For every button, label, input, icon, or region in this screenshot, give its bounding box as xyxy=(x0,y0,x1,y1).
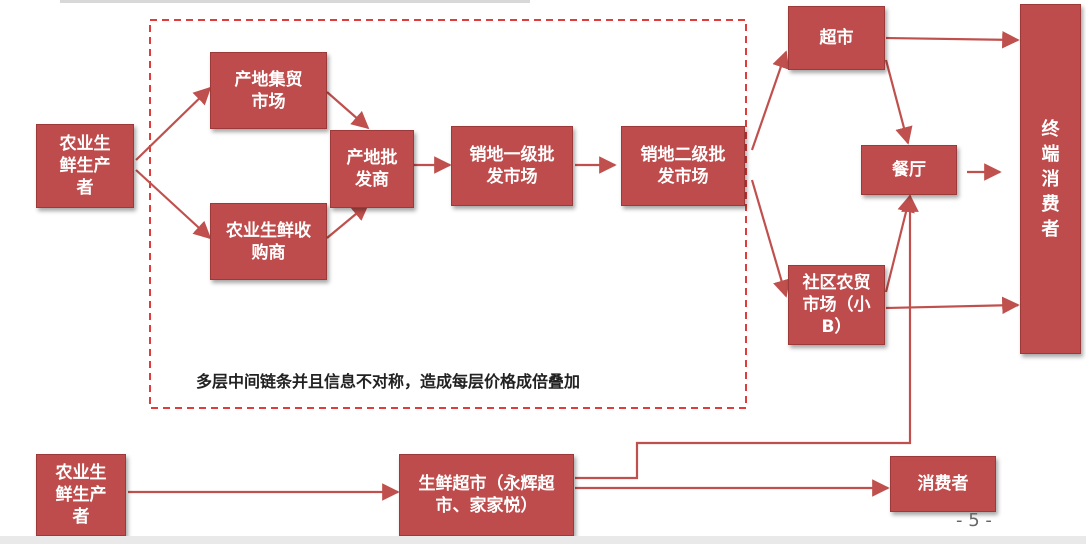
secondary-wholesale-box: 销地二级批发市场 xyxy=(621,126,745,206)
footer-bar xyxy=(0,536,1086,544)
page-number: - 5 - xyxy=(956,510,992,531)
producer-bottom-box: 农业生鲜生产者 xyxy=(36,454,126,536)
producer-box: 农业生鲜生产者 xyxy=(36,124,134,208)
arrow-secondary-supermarket xyxy=(750,50,790,151)
arrow-producer-origin-market xyxy=(135,86,212,161)
intermediary-note: 多层中间链条并且信息不对称，造成每层价格成倍叠加 xyxy=(196,372,581,391)
arrow-producer-purchaser xyxy=(135,169,212,240)
arrow-purchaser-wholesaler xyxy=(326,202,370,239)
arrow-secondary-community xyxy=(750,179,790,298)
arrow-origin-market-wholesaler xyxy=(326,91,370,130)
origin-wholesaler-box: 产地批发商 xyxy=(330,130,414,208)
purchaser-box: 农业生鲜收购商 xyxy=(210,203,327,280)
community-market-box: 社区农贸市场（小B） xyxy=(788,265,885,345)
arrow-supermarket-consumer xyxy=(885,30,1020,49)
arrow-community-consumer xyxy=(885,296,1020,315)
header-remnant xyxy=(60,0,530,3)
arrow-community-restaurant xyxy=(884,194,915,293)
primary-wholesale-box: 销地一级批发市场 xyxy=(451,126,573,206)
origin-market-box: 产地集贸市场 xyxy=(210,52,327,129)
restaurant-box: 餐厅 xyxy=(861,145,957,195)
arrow-supermarket-restaurant xyxy=(884,59,913,145)
fresh-supermarket-box: 生鲜超市（永辉超市、家家悦） xyxy=(399,454,574,536)
arrow-fresh-restaurant xyxy=(575,194,919,480)
consumer-box: 消费者 xyxy=(890,456,996,512)
supermarket-box: 超市 xyxy=(788,6,885,70)
end-consumer-box: 终端消费者 xyxy=(1020,4,1081,354)
